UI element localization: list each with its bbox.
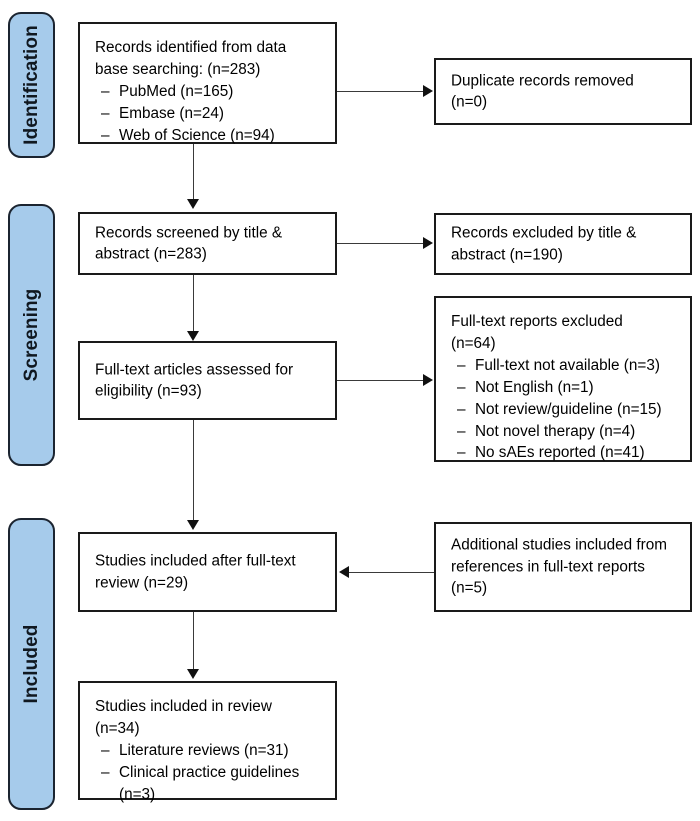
box-duplicate-records-removed: Duplicate records removed (n=0) — [434, 58, 692, 125]
box-line: Studies included in review — [95, 698, 272, 715]
box-records-excluded: Records excluded by title & abstract (n=… — [434, 213, 692, 275]
connector-fulltext-to-excluded — [337, 380, 424, 381]
box-line: Additional studies included from — [451, 536, 667, 554]
stage-label-identification: Identification — [20, 25, 42, 145]
box-line: references in full-text reports — [451, 558, 645, 576]
connector-identified-to-duplicates — [337, 91, 424, 92]
dash-glyph: – — [101, 764, 110, 782]
arrowhead-right — [423, 84, 433, 97]
box-list: –PubMed (n=165) –Embase (n=24) –Web of S… — [95, 81, 327, 146]
stage-bar-included: Included — [8, 518, 55, 810]
box-records-identified: Records identified from data base search… — [78, 22, 337, 144]
box-line: Full-text reports excluded — [451, 313, 623, 330]
list-item-label: (n=3) — [119, 785, 156, 803]
list-item: –Clinical practice guidelines — [95, 762, 327, 784]
box-line: Duplicate records removed — [451, 71, 634, 89]
box-line: (n=5) — [451, 579, 488, 597]
box-line: Records identified from data — [95, 39, 287, 56]
box-list: –Full-text not available (n=3) –Not Engl… — [451, 355, 682, 464]
list-item-label: Literature reviews (n=31) — [119, 742, 289, 760]
dash-glyph: – — [457, 422, 466, 440]
arrowhead-right — [423, 236, 433, 249]
list-item: –Literature reviews (n=31) — [95, 740, 327, 762]
arrowhead-down — [186, 520, 199, 530]
list-item-label: Not novel therapy (n=4) — [475, 422, 636, 440]
list-item-label: Clinical practice guidelines — [119, 764, 300, 782]
box-line: (n=64) — [451, 334, 496, 352]
stage-bar-identification: Identification — [8, 12, 55, 158]
list-item: –Not English (n=1) — [451, 377, 682, 399]
box-line: base searching: (n=283) — [95, 60, 261, 78]
stage-label-screening: Screening — [20, 288, 42, 382]
arrowhead-down — [186, 669, 199, 679]
box-line: abstract (n=283) — [95, 245, 207, 263]
box-list: –Literature reviews (n=31) –Clinical pra… — [95, 740, 327, 805]
box-fulltext-assessed: Full-text articles assessed for eligibil… — [78, 341, 337, 420]
connector-identified-to-screened — [193, 144, 194, 199]
dash-glyph: – — [457, 444, 466, 462]
box-line: Full-text articles assessed for — [95, 360, 294, 378]
dash-glyph: – — [457, 400, 466, 418]
dash-glyph: – — [101, 83, 110, 101]
list-item: –Web of Science (n=94) — [95, 125, 327, 147]
list-item-label: PubMed (n=165) — [119, 83, 234, 101]
box-line: Records excluded by title & — [451, 224, 637, 242]
arrowhead-left — [339, 565, 349, 578]
list-item-label: No sAEs reported (n=41) — [475, 444, 645, 462]
dash-glyph: – — [457, 357, 466, 375]
box-studies-in-review: Studies included in review (n=34) –Liter… — [78, 681, 337, 803]
connector-additional-to-studies-after — [349, 572, 434, 573]
list-item-label: Web of Science (n=94) — [119, 126, 275, 144]
list-item: –No sAEs reported (n=41) — [451, 442, 682, 464]
arrowhead-down — [186, 199, 199, 209]
box-records-screened: Records screened by title & abstract (n=… — [78, 212, 337, 275]
list-item: –Embase (n=24) — [95, 103, 327, 125]
list-item-label: Not review/guideline (n=15) — [475, 400, 662, 418]
stage-label-included: Included — [20, 624, 42, 704]
box-line: Records screened by title & — [95, 223, 283, 241]
box-line: eligibility (n=93) — [95, 382, 202, 400]
box-line: review (n=29) — [95, 574, 189, 591]
dash-glyph: – — [457, 379, 466, 397]
box-studies-after-fulltext-review: Studies included after full-text review … — [78, 532, 337, 612]
box-line: Studies included after full-text — [95, 552, 296, 570]
box-line: abstract (n=190) — [451, 246, 563, 263]
list-item: –Full-text not available (n=3) — [451, 355, 682, 377]
arrowhead-right — [423, 373, 433, 386]
box-line: (n=0) — [451, 93, 488, 111]
list-item: –Not novel therapy (n=4) — [451, 421, 682, 443]
connector-studies-after-to-review — [193, 612, 194, 669]
connector-screened-to-fulltext — [193, 275, 194, 331]
list-item: –Not review/guideline (n=15) — [451, 399, 682, 421]
list-item: –PubMed (n=165) — [95, 81, 327, 103]
box-line: (n=34) — [95, 719, 140, 737]
list-item-label: Not English (n=1) — [475, 379, 594, 397]
list-item-label: Embase (n=24) — [119, 105, 225, 123]
list-item-label: Full-text not available (n=3) — [475, 357, 660, 375]
connector-screened-to-excluded — [337, 243, 424, 244]
stage-bar-screening: Screening — [8, 204, 55, 466]
dash-glyph: – — [101, 742, 110, 760]
box-fulltext-excluded: Full-text reports excluded (n=64) –Full-… — [434, 296, 692, 462]
dash-glyph: – — [101, 126, 110, 144]
list-item-continuation: (n=3) — [95, 784, 327, 806]
arrowhead-down — [186, 331, 199, 341]
dash-glyph: – — [101, 105, 110, 123]
connector-fulltext-to-studies-after — [193, 420, 194, 520]
box-additional-studies: Additional studies included from referen… — [434, 522, 692, 612]
